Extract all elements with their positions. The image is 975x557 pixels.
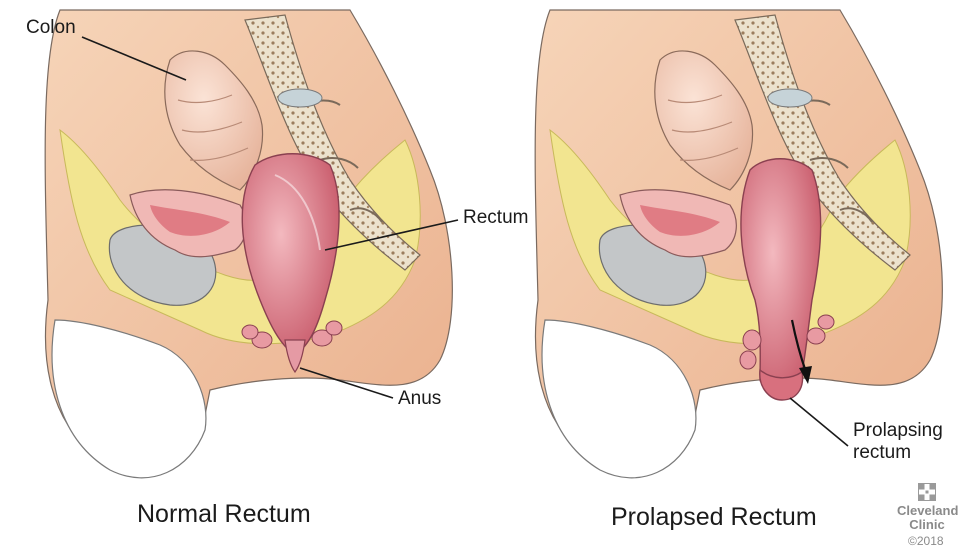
thigh-outline [51,319,207,479]
prolapsed-leader-lines [789,397,849,447]
copyright-text: ©2018 [908,534,944,548]
colon-leader-line [81,36,187,81]
rectum-label: Rectum [463,207,529,228]
normal-rectum-caption: Normal Rectum [137,500,311,528]
anal-canal [284,339,306,374]
logo-text-clinic: Clinic [909,517,945,532]
spine [244,14,421,271]
anus-leader-line [299,367,394,399]
prolapsing-rectum [759,368,804,401]
colon [654,50,754,191]
logo-text-cleveland: Cleveland [897,503,959,518]
prolapse-arrow-icon [790,319,812,384]
thigh-outline [541,319,697,479]
prolapsing-rectum-label-line1: Prolapsing [853,420,943,441]
anus-label: Anus [398,388,442,409]
prolapsing-rectum-leader-line [789,397,849,447]
sphincter-muscles [739,314,835,370]
prolapsing-rectum-label-line2: rectum [853,442,912,463]
rectum [241,153,340,356]
prolapsed-rectum-caption: Prolapsed Rectum [611,503,817,531]
rectum-leader-line [324,219,459,251]
normal-leader-lines [81,36,459,399]
colon-label: Colon [26,17,76,38]
prolapsed-panel [534,9,943,479]
sphincter-muscles [241,320,343,349]
spine [734,14,911,271]
normal-panel [44,9,453,479]
cleveland-clinic-logo [918,483,936,501]
